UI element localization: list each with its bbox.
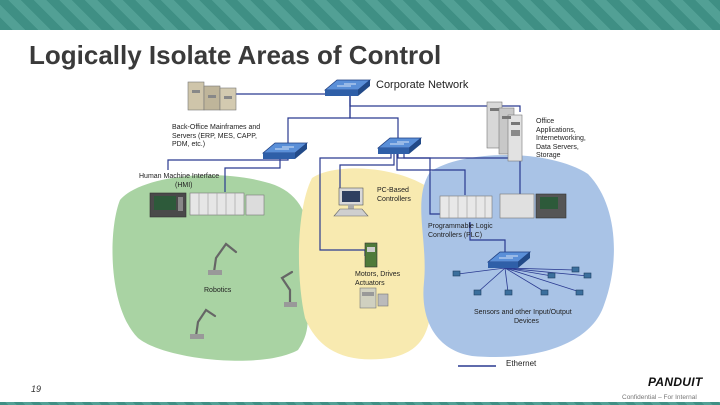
slide-number: 19 <box>31 384 42 394</box>
sensor-switch-icon <box>486 251 532 268</box>
ethernet-legend-label: Ethernet <box>506 359 537 368</box>
hmi-panel-icon <box>149 192 187 218</box>
green-control-zone <box>112 175 309 361</box>
office-applications-label: Office Applications, Internetworking, Da… <box>536 118 586 159</box>
sensor-links <box>457 267 589 293</box>
robot-arm-icon <box>194 242 294 338</box>
top-pattern-band <box>0 0 720 30</box>
hmi-label: Human Machine Interface (HMI) <box>139 173 220 189</box>
left-switch-icon <box>261 142 309 159</box>
bottom-pattern-band <box>0 402 720 405</box>
corporate-switch-icon <box>323 79 372 96</box>
mainframe-server-icon <box>187 81 237 111</box>
plc-rack-icon <box>189 192 265 216</box>
robot-base-icon <box>190 270 297 339</box>
center-switch-icon <box>376 137 423 154</box>
plc-label: Programmable Logic Controllers (PLC) <box>428 223 493 239</box>
sensors-label: Sensors and other Input/Output Devices <box>474 309 572 325</box>
motor-drive-icon <box>359 242 389 309</box>
pc-controllers-label: PC-Based Controllers <box>377 187 411 203</box>
corporate-network-label: Corporate Network <box>376 79 469 91</box>
robotics-label: Robotics <box>204 287 232 294</box>
panduit-logo: PANDUIT <box>648 375 703 389</box>
slide-title: Logically Isolate Areas of Control <box>29 40 442 70</box>
pc-controller-icon <box>333 187 369 217</box>
office-server-icon <box>486 101 523 162</box>
back-office-label: Back-Office Mainframes and Servers (ERP,… <box>172 124 261 148</box>
sensor-device-icon <box>452 266 592 296</box>
motors-label: Motors, Drives Actuators <box>355 271 401 287</box>
plc-controller-icon <box>439 193 567 219</box>
confidential-note: Confidential – For Internal <box>622 394 697 401</box>
